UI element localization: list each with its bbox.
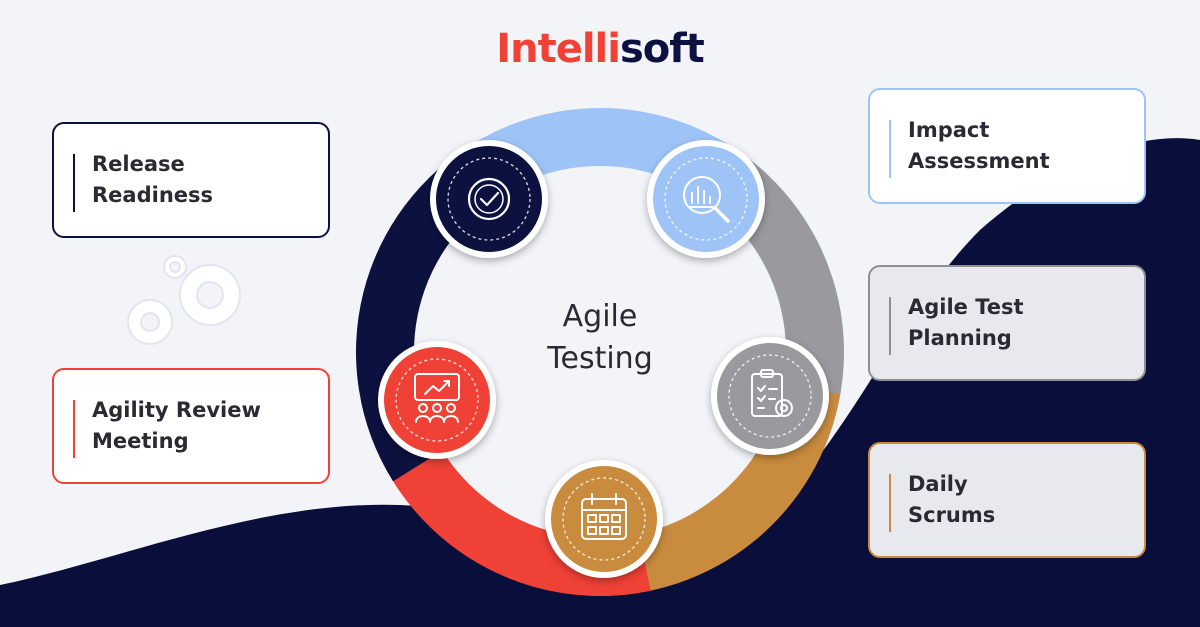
logo-part2: soft xyxy=(619,26,705,72)
card-label: Agility Review Meeting xyxy=(92,398,261,453)
card-accent-bar xyxy=(889,474,891,532)
clipboard-gear-icon xyxy=(751,369,793,417)
card-accent-bar xyxy=(889,120,891,178)
node-impact-assessment xyxy=(647,140,765,258)
checkmark-badge-icon xyxy=(467,177,511,221)
calendar-icon xyxy=(581,493,627,540)
cycle-icons xyxy=(414,176,793,540)
card-impact-assessment: Impact Assessment xyxy=(868,88,1146,204)
node-daily-scrums xyxy=(545,460,663,578)
card-label: Release Readiness xyxy=(92,152,214,207)
logo-part1: Intelli xyxy=(496,26,621,72)
cycle-nodes xyxy=(378,140,829,578)
chart-magnifier-icon xyxy=(683,176,730,223)
card-release-readiness: Release Readiness xyxy=(52,122,330,238)
center-label: Agile Testing xyxy=(547,299,653,376)
node-agile-test-planning xyxy=(711,337,829,455)
node-release-readiness xyxy=(430,140,548,258)
presentation-team-icon xyxy=(414,373,460,423)
intellisoft-logo: Intellisoft xyxy=(0,26,1200,72)
card-label: Daily Scrums xyxy=(908,472,996,527)
card-daily-scrums: Daily Scrums xyxy=(868,442,1146,558)
card-agility-review-meeting: Agility Review Meeting xyxy=(52,368,330,484)
card-agile-test-planning: Agile Test Planning xyxy=(868,265,1146,381)
card-accent-bar xyxy=(73,400,75,458)
card-accent-bar xyxy=(73,154,75,212)
gears-decoration xyxy=(127,255,241,345)
card-label: Impact Assessment xyxy=(908,118,1050,173)
card-label: Agile Test Planning xyxy=(908,295,1024,350)
card-accent-bar xyxy=(889,297,891,355)
